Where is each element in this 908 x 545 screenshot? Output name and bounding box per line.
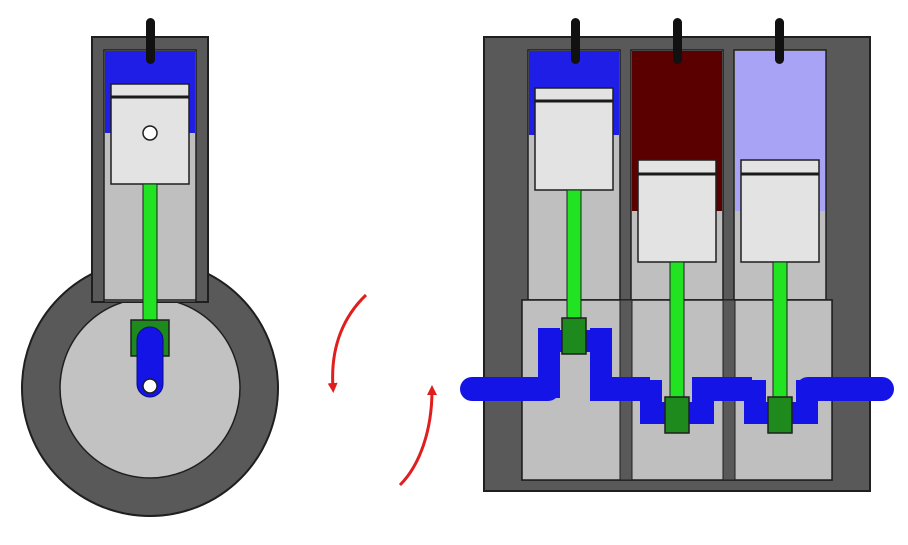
piston-1	[534, 87, 614, 191]
piston	[110, 83, 190, 185]
single-cylinder-engine	[21, 18, 279, 517]
crankshaft-main-left	[460, 377, 560, 401]
connecting-rod	[142, 183, 158, 325]
three-cylinder-engine	[460, 18, 894, 492]
spark-plug-icon	[775, 18, 784, 64]
connecting-rod-1	[566, 189, 582, 326]
rod-bearing-2	[664, 396, 690, 434]
connecting-rod-3	[772, 261, 788, 403]
crankshaft-main-right	[796, 377, 894, 401]
crank-pin	[142, 378, 158, 394]
crankshaft-main-mid-2	[692, 377, 752, 401]
connecting-rod-2	[669, 261, 685, 403]
spark-plug-icon	[673, 18, 682, 64]
crank-arm	[136, 326, 164, 398]
rotation-arrows	[327, 293, 437, 487]
crankshaft	[460, 328, 894, 424]
rotation-arrow-up	[398, 385, 437, 487]
piston-2	[637, 159, 717, 263]
piston-3	[740, 159, 820, 263]
wrist-pin	[142, 125, 158, 141]
rod-bearing-1	[561, 317, 587, 355]
spark-plug-icon	[146, 18, 155, 64]
rod-bearing-3	[767, 396, 793, 434]
rotation-arrow-down	[327, 293, 368, 393]
spark-plug-icon	[571, 18, 580, 64]
